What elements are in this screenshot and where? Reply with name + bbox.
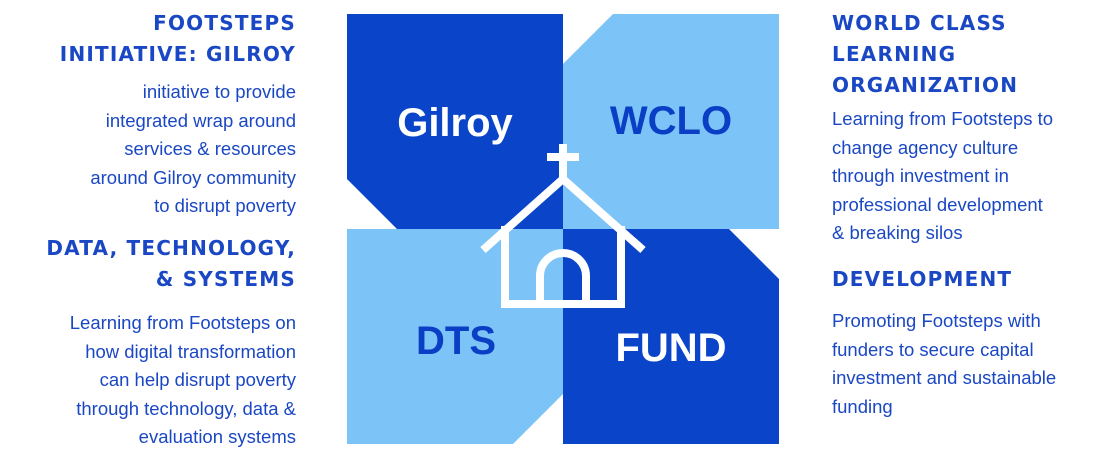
- development-body-line-4: funding: [832, 395, 893, 417]
- data-tech-body-line-4: through technology, data &: [76, 397, 296, 419]
- data-tech-section: DATA, TECHNOLOGY, & SYSTEMS Learning fro…: [0, 233, 296, 452]
- wclo-section: WORLD CLASS LEARNING ORGANIZATION Learni…: [832, 8, 1118, 248]
- quadrant-top-right: [563, 14, 779, 229]
- footsteps-body-line-2: integrated wrap around: [105, 109, 296, 131]
- data-tech-heading-line-1: DATA, TECHNOLOGY,: [46, 236, 296, 260]
- footsteps-body-line-1: initiative to provide: [142, 81, 296, 102]
- footsteps-body-line-4: around Gilroy community: [90, 166, 296, 188]
- wclo-body-line-5: & breaking silos: [832, 222, 963, 244]
- quadrant-label-fund: FUND: [615, 326, 726, 370]
- footsteps-heading-line-1: FOOTSTEPS: [153, 11, 296, 35]
- church-icon: [480, 144, 646, 308]
- footsteps-body-line-5: to disrupt poverty: [154, 195, 296, 217]
- development-body-line-2: funders to secure capital: [832, 338, 1034, 360]
- wclo-body-line-1: Learning from Footsteps to: [832, 108, 1054, 129]
- footsteps-body-line-3: services & resources: [124, 138, 296, 160]
- quadrant-label-dts: DTS: [416, 319, 496, 363]
- wclo-body-line-4: professional development: [832, 193, 1043, 215]
- development-section: DEVELOPMENT Promoting Footsteps with fun…: [832, 264, 1118, 421]
- footsteps-section: FOOTSTEPS INITIATIVE: GILROY initiative …: [0, 8, 296, 221]
- data-tech-body-line-3: can help disrupt poverty: [99, 369, 296, 391]
- development-body-line-3: investment and sustainable: [832, 367, 1057, 389]
- development-body-line-1: Promoting Footsteps with: [832, 310, 1041, 331]
- quadrant-diagram: Gilroy WCLO DTS FUND: [347, 14, 779, 444]
- development-heading: DEVELOPMENT: [832, 267, 1013, 291]
- footsteps-heading-line-2: INITIATIVE: GILROY: [59, 42, 296, 66]
- data-tech-body-line-1: Learning from Footsteps on: [69, 312, 296, 333]
- wclo-body-line-2: change agency culture: [832, 136, 1019, 158]
- wclo-heading-line-1: WORLD CLASS: [832, 11, 1007, 35]
- wclo-heading-line-3: ORGANIZATION: [832, 73, 1019, 97]
- quadrant-label-wclo: WCLO: [610, 99, 732, 143]
- quadrant-top-left: [347, 14, 563, 229]
- data-tech-body-line-5: evaluation systems: [138, 426, 296, 448]
- wclo-body-line-3: through investment in: [832, 165, 1009, 187]
- quadrant-label-gilroy: Gilroy: [397, 101, 513, 145]
- data-tech-body-line-2: how digital transformation: [85, 340, 296, 362]
- data-tech-heading-line-2: & SYSTEMS: [155, 267, 296, 291]
- wclo-heading-line-2: LEARNING: [832, 42, 957, 66]
